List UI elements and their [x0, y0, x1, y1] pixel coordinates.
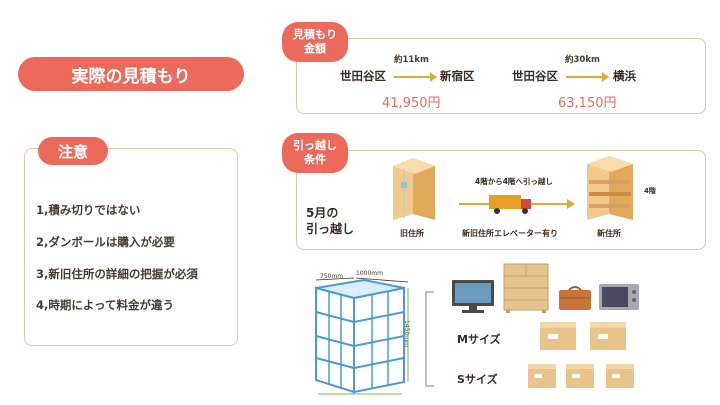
moving-heading-line2: 条件	[304, 153, 326, 166]
estimate-heading: 見積もり 金額	[282, 22, 348, 62]
moving-month: 5月の 引っ越し	[306, 206, 354, 237]
moving-heading-line1: 引っ越し	[293, 139, 337, 153]
microwave-icon	[599, 284, 639, 310]
moving-heading: 引っ越し 条件	[282, 133, 348, 173]
shelf-icon	[315, 277, 409, 395]
tv-icon	[452, 280, 494, 313]
shelf-depth-label: 1000mm	[356, 270, 383, 277]
route-2-from: 世田谷区	[512, 69, 558, 83]
estimate-heading-line1: 見積もり	[293, 28, 337, 42]
route-1-to: 新宿区	[440, 69, 475, 83]
new-address-label: 新住所	[597, 229, 621, 238]
s-size-boxes-icon	[528, 364, 634, 388]
transfer-label: 4階から4階へ引っ越し	[475, 177, 553, 186]
notice-item-4: 4,時期によって料金が違う	[36, 298, 174, 312]
s-size-label: Sサイズ	[457, 373, 498, 386]
notice-item-3: 3,新旧住所の詳細の把握が必須	[36, 267, 198, 281]
elevator-label: 新旧住所エレベーター有り	[462, 229, 558, 238]
notice-heading: 注意	[38, 137, 108, 165]
old-building-icon	[393, 158, 435, 220]
bracket-icon	[425, 291, 434, 387]
notice-item-2: 2,ダンボールは購入が必要	[36, 235, 175, 249]
m-size-label: Mサイズ	[457, 333, 501, 346]
moving-month-line2: 引っ越し	[306, 221, 355, 236]
new-building-icon	[587, 156, 633, 220]
route-2-distance: 約30km	[565, 55, 600, 65]
bag-icon	[559, 286, 591, 310]
floor-label: 4階	[644, 187, 656, 195]
estimate-heading-line2: 金額	[304, 42, 326, 55]
route-2-to: 横浜	[613, 69, 636, 83]
moving-month-line1: 5月の	[306, 206, 339, 220]
route-1-price: 41,950円	[382, 96, 441, 111]
m-size-boxes-icon	[540, 322, 626, 350]
estimate-panel	[296, 38, 706, 114]
route-1-distance: 約11km	[394, 55, 429, 65]
route-2-arrow-icon	[566, 72, 609, 82]
old-address-label: 旧住所	[400, 229, 424, 238]
route-1-from: 世田谷区	[340, 69, 386, 83]
truck-icon	[459, 195, 575, 214]
chest-of-drawers-icon	[503, 263, 549, 313]
notice-item-1: 1,積み切りではない	[36, 203, 141, 217]
notice-panel	[24, 148, 238, 346]
route-1-arrow-icon	[394, 72, 437, 82]
page-title: 実際の見積もり	[18, 57, 244, 91]
route-2-price: 63,150円	[558, 96, 617, 111]
shelf-width-label: 750mm	[320, 273, 344, 280]
